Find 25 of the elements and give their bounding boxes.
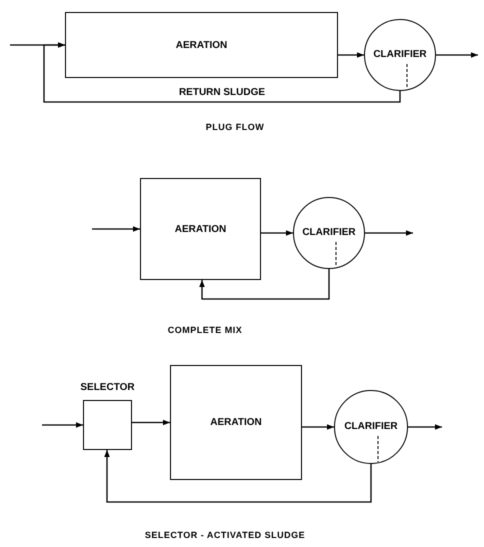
process-box (65, 12, 338, 78)
arrow (338, 52, 364, 58)
process-box (140, 178, 261, 280)
diagram-caption: SELECTOR - ACTIVATED SLUDGE (144, 530, 306, 541)
arrow (261, 230, 293, 236)
arrow (92, 226, 140, 232)
arrow (365, 230, 413, 236)
arrow (132, 420, 170, 426)
arrow (408, 424, 442, 430)
box-heading: SELECTOR (80, 382, 135, 395)
arrow (302, 424, 334, 430)
arrow (104, 450, 372, 503)
arrow (199, 269, 330, 300)
arrow (43, 42, 401, 103)
node-label: AERATION (210, 416, 262, 430)
node-label: CLARIFIER (344, 420, 398, 434)
arrow (436, 52, 478, 58)
node-label: CLARIFIER (373, 48, 427, 62)
diagram-caption: PLUG FLOW (206, 122, 264, 133)
node-label: CLARIFIER (302, 226, 356, 240)
node-label: AERATION (176, 38, 228, 52)
diagram-caption: COMPLETE MIX (168, 325, 242, 336)
node-label: AERATION (174, 222, 226, 236)
process-box (170, 365, 302, 480)
arrow (42, 422, 83, 428)
